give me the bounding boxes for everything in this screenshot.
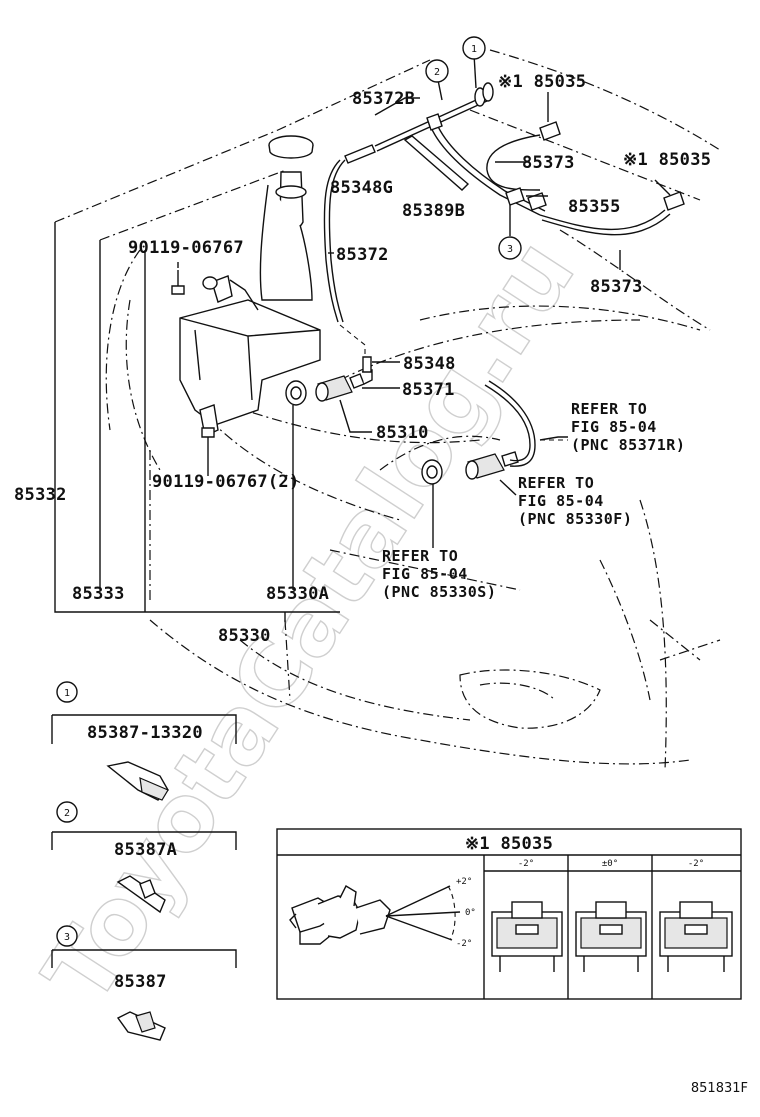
nozzle-variant-2 — [575, 901, 647, 972]
svg-text:(PNC 85330S): (PNC 85330S) — [382, 583, 496, 601]
label-85348: 85348 — [403, 354, 456, 374]
part-labels: 85372B ※1 85035 85373 ※1 85035 85348G 85… — [14, 72, 711, 646]
svg-text:REFER TO: REFER TO — [518, 474, 594, 492]
svg-text:(PNC 85330F): (PNC 85330F) — [518, 510, 632, 528]
label-85330a: 85330A — [266, 584, 329, 604]
svg-text:REFER TO: REFER TO — [382, 547, 458, 565]
washer-jar — [179, 135, 321, 438]
detail-3: 3 85387 — [51, 925, 237, 1041]
nozzle-angle-table: ※1 85035 -2° ±0° -2° +2° 0° -2° — [276, 828, 742, 1000]
label-85310: 85310 — [376, 423, 429, 443]
label-85371: 85371 — [402, 380, 455, 400]
label-85035-right: ※1 85035 — [623, 150, 711, 170]
hose-guide-85389b — [403, 135, 470, 191]
svg-text:1: 1 — [471, 44, 477, 55]
nozzle-side-view: +2° 0° -2° — [289, 877, 476, 949]
hose-85372 — [323, 159, 366, 360]
label-85333: 85333 — [72, 584, 125, 604]
vehicle-outline — [54, 49, 721, 771]
nozzle-variant-1 — [491, 901, 563, 972]
svg-text:2: 2 — [64, 808, 70, 819]
joint-85348g — [344, 144, 376, 164]
svg-text:2: 2 — [434, 67, 440, 78]
svg-text:FIG 85-04: FIG 85-04 — [518, 492, 604, 510]
label-85387: 85387 — [114, 972, 167, 992]
reference-note-85371r: REFER TO FIG 85-04 (PNC 85371R) — [571, 400, 685, 454]
bolt-upper — [171, 270, 185, 295]
label-90119-06767: 90119-06767 — [128, 238, 244, 258]
column-2-angle: ±0° — [602, 859, 618, 869]
label-85330: 85330 — [218, 626, 271, 646]
label-85373-b: 85373 — [590, 277, 643, 297]
nozzle-variant-3 — [659, 901, 733, 972]
label-85355: 85355 — [568, 197, 621, 217]
column-1-angle: -2° — [518, 859, 534, 869]
detail-1: 1 85387-13320 — [51, 681, 237, 801]
svg-text:REFER TO: REFER TO — [571, 400, 647, 418]
label-85348g: 85348G — [330, 178, 393, 198]
callout-3: 3 — [498, 236, 522, 260]
label-90119-06767-2: 90119-06767(2) — [152, 472, 300, 492]
svg-text:FIG 85-04: FIG 85-04 — [382, 565, 468, 583]
label-85035-top: ※1 85035 — [498, 72, 586, 92]
pump-grommet — [285, 380, 307, 406]
table-title: ※1 85035 — [465, 834, 553, 854]
svg-text:3: 3 — [64, 932, 70, 943]
leader-lines — [54, 53, 671, 622]
detail-2: 2 85387A — [51, 801, 237, 914]
svg-text:FIG 85-04: FIG 85-04 — [571, 418, 657, 436]
hose-85371r — [484, 380, 536, 467]
washer-nozzle-85035 — [539, 121, 685, 211]
label-85373-a: 85373 — [522, 153, 575, 173]
label-85389b: 85389B — [402, 201, 465, 221]
connector-85348 — [362, 356, 372, 373]
column-3-angle: -2° — [688, 859, 704, 869]
angle-mid: 0° — [465, 908, 476, 918]
label-85387-13320: 85387-13320 — [87, 723, 203, 743]
callout-2: 2 — [425, 59, 449, 83]
label-85372b: 85372B — [352, 89, 415, 109]
bolt-lower — [201, 427, 215, 470]
label-85332: 85332 — [14, 485, 67, 505]
hose-85373 — [429, 121, 671, 236]
svg-text:3: 3 — [507, 244, 513, 255]
washer-pump — [315, 369, 373, 402]
hose-clamps — [426, 82, 494, 131]
pump-grommet-right — [421, 459, 443, 485]
angle-up: +2° — [456, 877, 472, 887]
reference-note-85330s: REFER TO FIG 85-04 (PNC 85330S) — [382, 547, 496, 601]
reference-note-85330f: REFER TO FIG 85-04 (PNC 85330F) — [518, 474, 632, 528]
label-85387a: 85387A — [114, 840, 177, 860]
svg-text:1: 1 — [64, 688, 70, 699]
svg-text:(PNC 85371R): (PNC 85371R) — [571, 436, 685, 454]
callout-1: 1 — [462, 36, 486, 60]
washer-pump-right — [465, 451, 519, 480]
joint-85355 — [505, 187, 547, 211]
angle-down: -2° — [456, 939, 472, 949]
label-85372: 85372 — [336, 245, 389, 265]
diagram-code: 851831F — [691, 1081, 748, 1096]
